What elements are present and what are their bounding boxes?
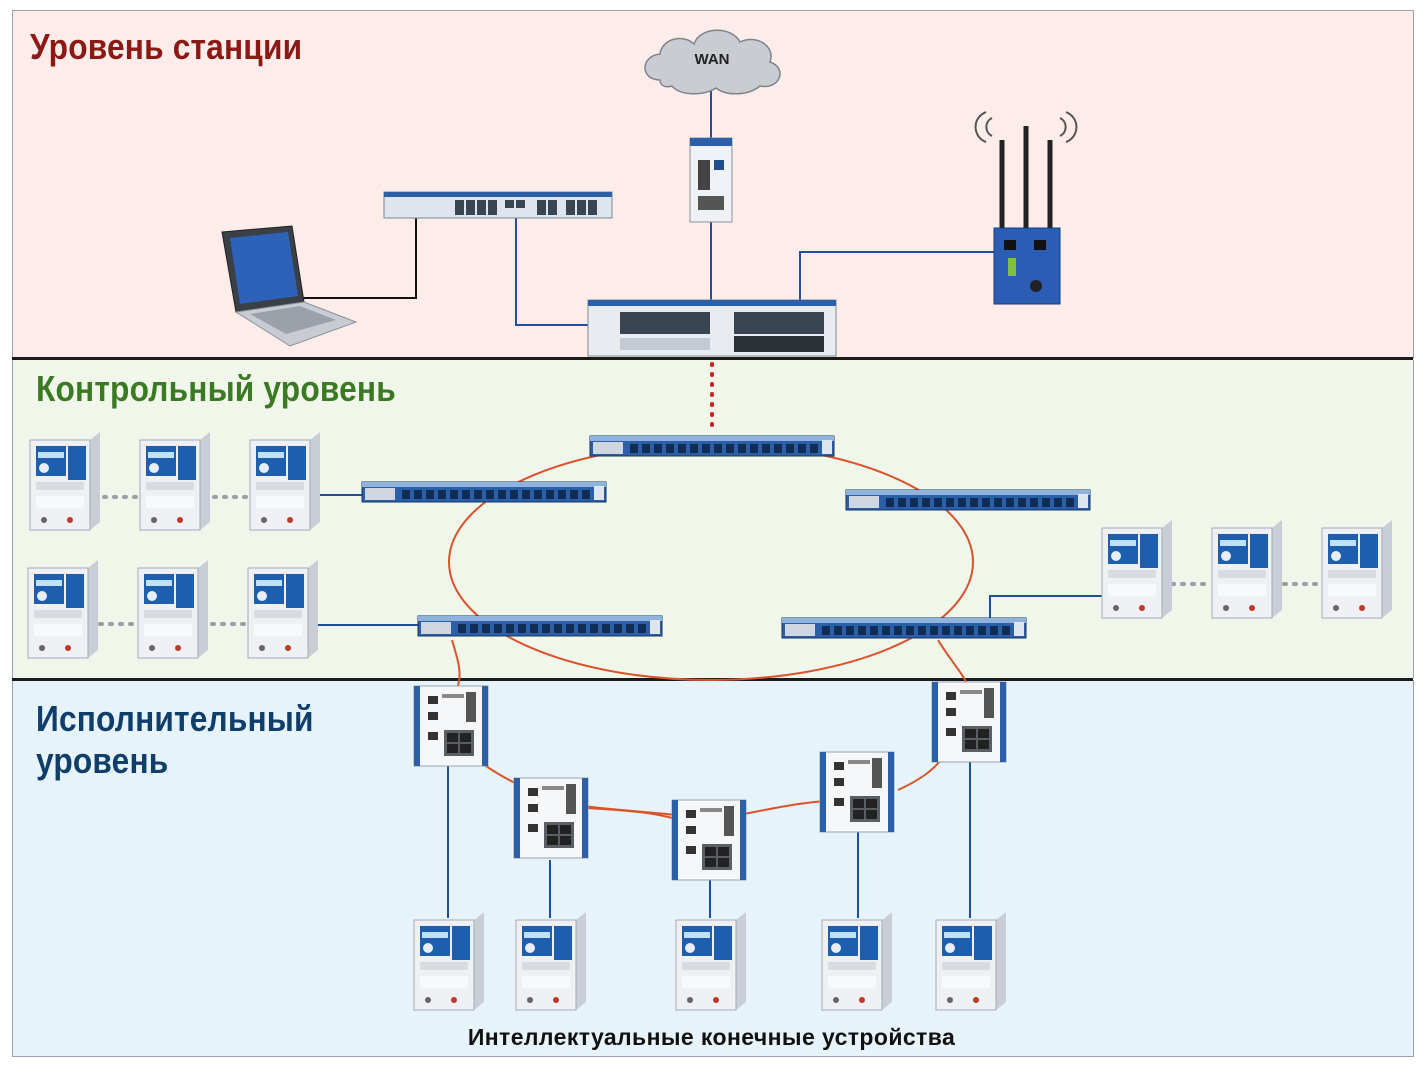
ring-switch-icon bbox=[845, 489, 1091, 511]
motor-control-device-icon bbox=[139, 431, 211, 531]
ring-switch-icon bbox=[417, 615, 663, 637]
motor-control-device-icon bbox=[515, 911, 587, 1011]
motor-control-device-icon bbox=[137, 559, 209, 659]
motor-control-device-icon bbox=[27, 559, 99, 659]
control-level-title: Контрольный уровень bbox=[36, 368, 396, 409]
end-devices-caption: Интеллектуальные конечные устройства bbox=[467, 1024, 956, 1050]
motor-control-device-icon bbox=[247, 559, 319, 659]
din-rail-switch-icon bbox=[413, 685, 489, 767]
motor-control-device-icon bbox=[413, 911, 485, 1011]
din-rail-switch-icon bbox=[671, 799, 747, 881]
motor-control-device-icon bbox=[675, 911, 747, 1011]
motor-control-device-icon bbox=[29, 431, 101, 531]
din-rail-switch-icon bbox=[689, 137, 733, 223]
din-rail-switch-icon bbox=[819, 751, 895, 833]
wireless-router-icon bbox=[974, 111, 1078, 305]
laptop-icon bbox=[221, 225, 358, 347]
motor-control-device-icon bbox=[1211, 519, 1283, 619]
motor-control-device-icon bbox=[1101, 519, 1173, 619]
level-divider bbox=[12, 357, 1413, 360]
motor-control-device-icon bbox=[1321, 519, 1393, 619]
station-level-title: Уровень станции bbox=[30, 26, 303, 67]
motor-control-device-icon bbox=[935, 911, 1007, 1011]
core-switch-icon bbox=[587, 299, 837, 357]
wan-label: WAN bbox=[695, 51, 730, 68]
ring-switch-icon bbox=[781, 617, 1027, 639]
ring-switch-icon bbox=[361, 481, 607, 503]
rack-switch-icon bbox=[383, 191, 613, 219]
executive-level-title: Исполнительный уровень bbox=[36, 698, 314, 781]
wan-cloud-icon bbox=[644, 29, 781, 95]
din-rail-switch-icon bbox=[931, 681, 1007, 763]
motor-control-device-icon bbox=[249, 431, 321, 531]
ring-switch-icon bbox=[589, 435, 835, 457]
din-rail-switch-icon bbox=[513, 777, 589, 859]
motor-control-device-icon bbox=[821, 911, 893, 1011]
